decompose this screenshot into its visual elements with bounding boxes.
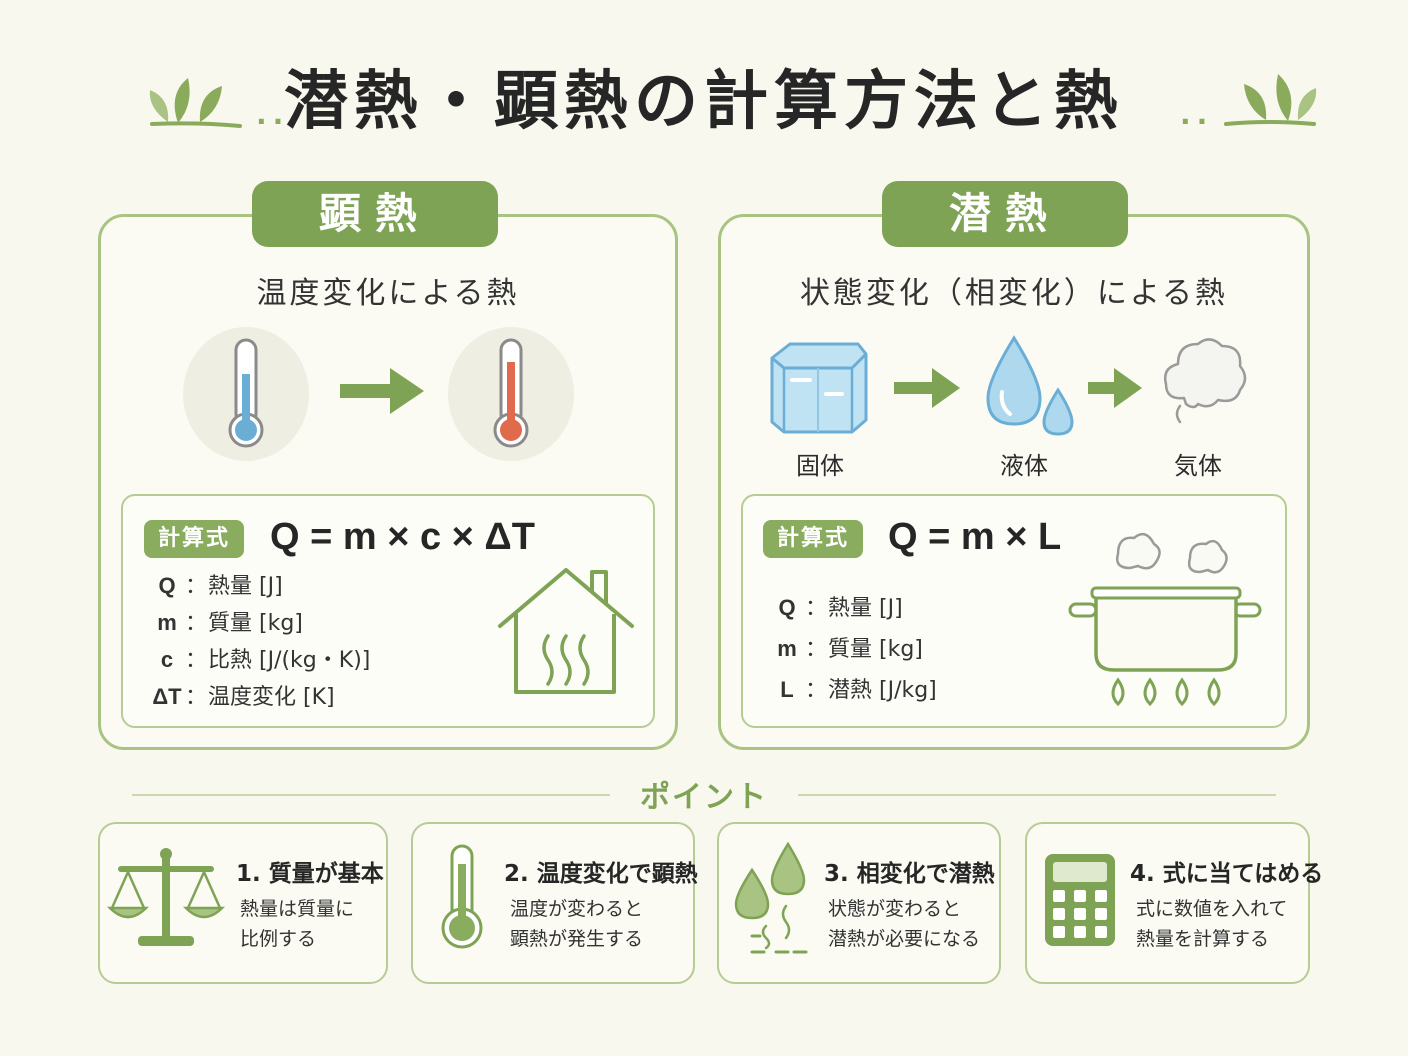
sensible-heat-tab: 顕熱 bbox=[252, 181, 498, 247]
variable-row: ΔT：温度変化 [K] bbox=[152, 684, 335, 710]
thermometer-icon bbox=[441, 844, 483, 949]
page-title: 潜熱・顕熱の計算方法と熱 bbox=[284, 65, 1124, 139]
ice-cube-icon bbox=[770, 342, 868, 434]
hot-thermometer-icon bbox=[448, 327, 574, 461]
variable-row: L：潜熱 [J/kg] bbox=[780, 677, 937, 703]
point-card-4-title: 4. 式に当てはめる bbox=[1130, 861, 1324, 887]
point-card-2-text: 温度が変わると 顕熱が発生する bbox=[510, 898, 644, 950]
sensible-subtitle: 温度変化による熱 bbox=[256, 276, 520, 311]
droplets-steam-icon bbox=[734, 841, 808, 954]
arrow-right-icon bbox=[1088, 368, 1142, 408]
point-card-1-title: 1. 質量が基本 bbox=[236, 861, 384, 887]
calculator-icon bbox=[1045, 854, 1115, 946]
point-card-3-title: 3. 相変化で潜熱 bbox=[824, 861, 995, 887]
latent-variables: Q：熱量 [J] m：質量 [kg] L：潜熱 [J/kg] bbox=[770, 588, 937, 711]
variable-row: Q：熱量 [J] bbox=[158, 573, 283, 599]
sensible-formula-badge: 計算式 bbox=[144, 520, 245, 558]
point-card-2-title: 2. 温度変化で顕熱 bbox=[504, 861, 698, 887]
divider-right bbox=[798, 794, 1276, 796]
leaf-right-icon bbox=[1224, 74, 1317, 126]
divider-left bbox=[132, 794, 610, 796]
water-drop-icon bbox=[986, 335, 1074, 436]
point-card-1 bbox=[98, 822, 388, 984]
variable-row: m：質量 [kg] bbox=[157, 610, 303, 636]
house-heat-icon bbox=[498, 568, 634, 694]
state-gas-label: 気体 bbox=[1174, 452, 1222, 480]
dots-left: .. bbox=[256, 98, 290, 131]
boiling-pot-icon bbox=[1068, 532, 1262, 707]
latent-heat-tab: 潜熱 bbox=[882, 181, 1128, 247]
variable-row: c：比熱 [J/(kg・K)] bbox=[160, 647, 371, 673]
balance-scale-icon bbox=[106, 848, 226, 946]
cold-thermometer-icon bbox=[183, 327, 309, 461]
arrow-right-icon bbox=[894, 368, 960, 408]
point-section-title: ポイント bbox=[640, 780, 768, 815]
latent-formula: Q = m × L bbox=[888, 516, 1062, 558]
steam-cloud-icon bbox=[1164, 338, 1247, 424]
point-card-3-text: 状態が変わると 潜熱が必要になる bbox=[828, 898, 981, 950]
variable-row: m：質量 [kg] bbox=[777, 636, 923, 662]
state-liquid-label: 液体 bbox=[1000, 452, 1048, 480]
sensible-variables: Q：熱量 [J] m：質量 [kg] c：比熱 [J/(kg・K)] ΔT：温度… bbox=[150, 568, 370, 716]
latent-subtitle: 状態変化（相変化）による熱 bbox=[799, 276, 1229, 311]
arrow-right-icon bbox=[340, 368, 424, 414]
variable-row: Q：熱量 [J] bbox=[778, 595, 903, 621]
latent-formula-badge: 計算式 bbox=[763, 520, 864, 558]
state-solid-label: 固体 bbox=[796, 452, 844, 480]
sensible-formula: Q = m × c × ΔT bbox=[270, 516, 535, 558]
point-card-1-text: 熱量は質量に 比例する bbox=[240, 898, 355, 950]
dots-right: .. bbox=[1180, 98, 1214, 131]
leaf-left-icon bbox=[149, 78, 242, 128]
point-card-4-text: 式に数値を入れて 熱量を計算する bbox=[1136, 898, 1288, 950]
